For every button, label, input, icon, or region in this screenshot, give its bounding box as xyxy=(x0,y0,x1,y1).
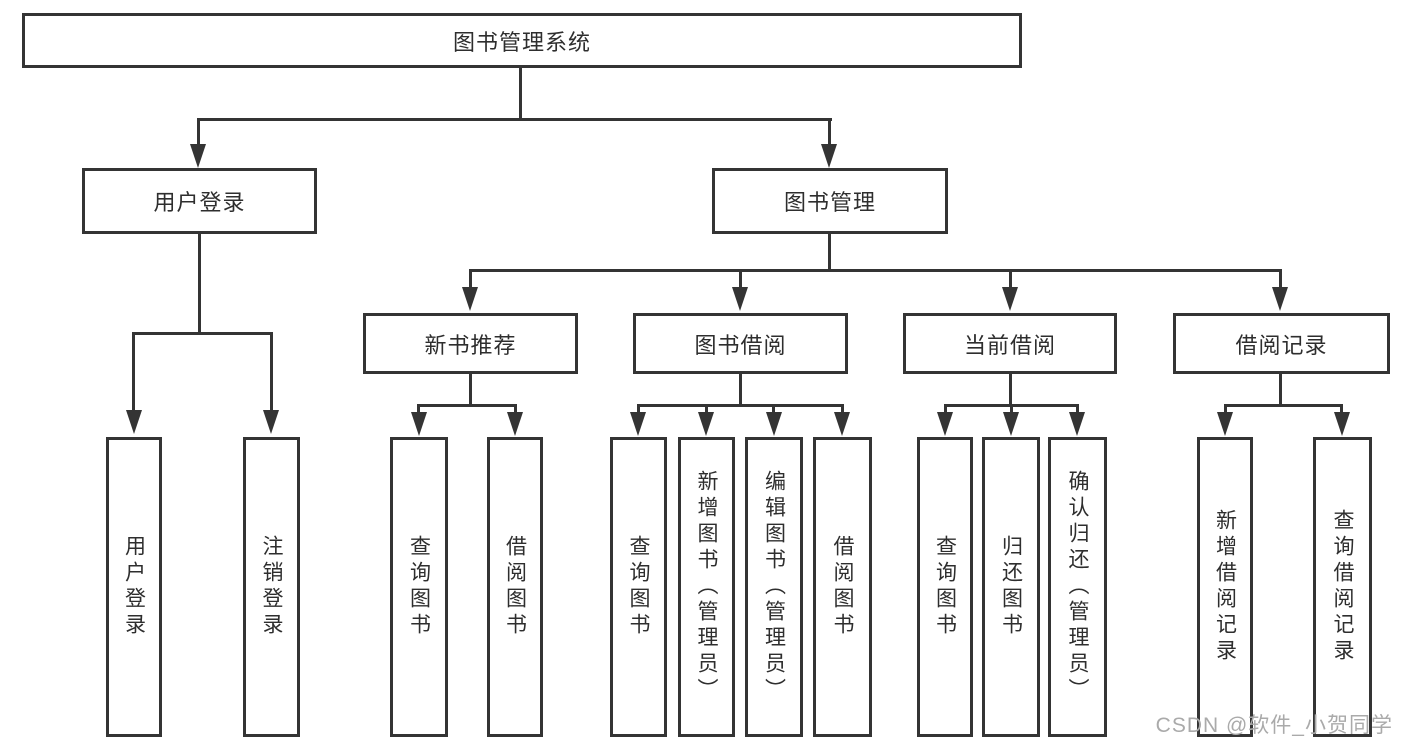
arrowhead-leaf xyxy=(1003,412,1019,436)
leaf-label: 新增借阅记录 xyxy=(1213,509,1237,665)
arrowhead-leaf xyxy=(411,412,427,436)
connector-bookborrow-hline xyxy=(637,404,844,407)
connector-drop xyxy=(514,406,517,414)
leaf-label: 新增图书（管理员） xyxy=(695,470,718,704)
connector-bookborrow-stem xyxy=(739,374,742,406)
leaf-current-confirm-return-admin: 确认归还（管理员） xyxy=(1048,437,1107,737)
leaf-borrow-add-books-admin: 新增图书（管理员） xyxy=(678,437,735,737)
arrowhead-borrow-records xyxy=(1272,287,1288,311)
connector-newbooks-stem xyxy=(469,374,472,406)
connector-drop-leaf-logout xyxy=(270,334,273,412)
leaf-label: 借阅图书 xyxy=(831,535,854,639)
arrowhead-leaf xyxy=(937,412,953,436)
leaf-current-query-books: 查询图书 xyxy=(917,437,973,737)
leaf-label: 查询图书 xyxy=(407,535,431,639)
arrowhead-new-books xyxy=(462,287,478,311)
connector-root-stem xyxy=(519,66,522,120)
leaf-label: 查询图书 xyxy=(627,535,650,639)
node-book-mgmt: 图书管理 xyxy=(712,168,948,234)
leaf-label: 归还图书 xyxy=(999,535,1023,639)
leaf-borrow-borrow-books: 借阅图书 xyxy=(813,437,872,737)
arrowhead-book-mgmt xyxy=(821,144,837,168)
leaf-label: 查询图书 xyxy=(933,535,957,639)
leaf-borrow-edit-books-admin: 编辑图书（管理员） xyxy=(745,437,803,737)
arrowhead-book-borrow xyxy=(732,287,748,311)
connector-bookmgmt-hline xyxy=(469,269,1282,272)
connector-drop-leaf-login xyxy=(132,334,135,412)
leaf-user-login: 用户登录 xyxy=(106,437,162,737)
connector-borrowrecords-hline xyxy=(1224,404,1343,407)
leaf-label: 注销登录 xyxy=(260,535,283,639)
leaf-newbooks-borrow-books: 借阅图书 xyxy=(487,437,543,737)
connector-drop-current-borrow xyxy=(1009,271,1012,287)
node-book-borrow: 图书借阅 xyxy=(633,313,848,374)
book-borrow-label: 图书借阅 xyxy=(694,332,787,358)
connector-drop xyxy=(944,406,947,414)
connector-drop xyxy=(637,406,640,414)
connector-currentborrow-hline xyxy=(944,404,1079,407)
connector-drop xyxy=(841,406,844,414)
leaf-label: 查询借阅记录 xyxy=(1331,509,1354,665)
arrowhead-leaf-logout xyxy=(263,410,279,434)
connector-newbooks-hline xyxy=(417,404,517,407)
leaf-records-query-record: 查询借阅记录 xyxy=(1313,437,1372,737)
watermark: CSDN @软件_小贺同学 xyxy=(1155,714,1393,737)
connector-userlogin-hline xyxy=(132,332,273,335)
connector-bookmgmt-stem xyxy=(828,234,831,271)
arrowhead-leaf-login xyxy=(126,410,142,434)
book-mgmt-label: 图书管理 xyxy=(783,190,876,215)
root-label: 图书管理系统 xyxy=(452,29,591,55)
connector-drop-new-books xyxy=(469,271,472,287)
connector-currentborrow-stem xyxy=(1009,374,1012,406)
borrow-records-label: 借阅记录 xyxy=(1235,332,1328,358)
current-borrow-label: 当前借阅 xyxy=(963,332,1056,358)
leaf-label: 用户登录 xyxy=(122,535,146,639)
connector-drop xyxy=(1340,406,1343,414)
leaf-label: 借阅图书 xyxy=(503,535,527,639)
connector-drop xyxy=(705,406,708,414)
connector-drop-borrow-records xyxy=(1279,271,1282,287)
connector-drop xyxy=(1010,406,1013,414)
arrowhead-current-borrow xyxy=(1002,287,1018,311)
connector-borrowrecords-stem xyxy=(1279,374,1282,406)
connector-drop xyxy=(1076,406,1079,414)
arrowhead-leaf xyxy=(507,412,523,436)
node-current-borrow: 当前借阅 xyxy=(903,313,1117,374)
connector-drop xyxy=(1224,406,1227,414)
connector-drop xyxy=(772,406,775,414)
leaf-label: 确认归还（管理员） xyxy=(1066,470,1089,704)
connector-drop xyxy=(417,406,420,414)
leaf-records-add-record: 新增借阅记录 xyxy=(1197,437,1253,737)
arrowhead-leaf xyxy=(1334,412,1350,436)
connector-root-hline xyxy=(197,118,832,121)
leaf-borrow-query-books: 查询图书 xyxy=(610,437,667,737)
node-new-books: 新书推荐 xyxy=(363,313,578,374)
user-login-label: 用户登录 xyxy=(153,190,246,215)
leaf-label: 编辑图书（管理员） xyxy=(762,470,786,704)
arrowhead-leaf xyxy=(766,412,782,436)
leaf-logout: 注销登录 xyxy=(243,437,300,737)
arrowhead-leaf xyxy=(1069,412,1085,436)
connector-userlogin-stem xyxy=(198,234,201,334)
new-books-label: 新书推荐 xyxy=(424,332,517,358)
node-borrow-records: 借阅记录 xyxy=(1173,313,1390,374)
connector-drop-user-login xyxy=(197,120,200,148)
arrowhead-leaf xyxy=(698,412,714,436)
arrowhead-leaf xyxy=(1217,412,1233,436)
arrowhead-user-login xyxy=(190,144,206,168)
node-user-login: 用户登录 xyxy=(82,168,317,234)
leaf-current-return-books: 归还图书 xyxy=(982,437,1040,737)
connector-drop-book-borrow xyxy=(739,271,742,287)
leaf-newbooks-query-books: 查询图书 xyxy=(390,437,448,737)
arrowhead-leaf xyxy=(834,412,850,436)
arrowhead-leaf xyxy=(630,412,646,436)
connector-drop-book-mgmt xyxy=(828,120,831,148)
node-root: 图书管理系统 xyxy=(22,13,1022,68)
